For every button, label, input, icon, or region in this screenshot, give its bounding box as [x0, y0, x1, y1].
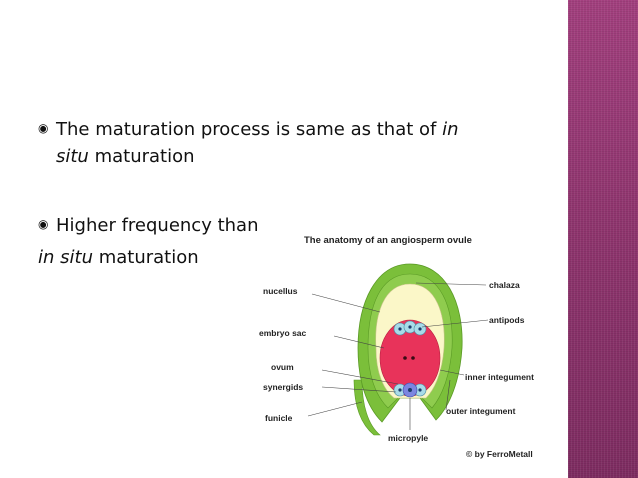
bullet-1-line-2: situ maturation [56, 145, 195, 169]
polar-nucleus [403, 356, 407, 360]
label-synergids: synergids [263, 382, 303, 392]
antipodal-nucleus [408, 325, 412, 329]
bullet-icon: ◉ [38, 217, 49, 231]
ovum-nucleus [408, 388, 412, 392]
synergid-nucleus [418, 388, 422, 392]
synergid-nucleus [398, 388, 402, 392]
bullet-2-line2-italic: in situ [38, 247, 93, 268]
ovule-diagram: The anatomy of an angiosperm ovule [250, 230, 570, 470]
diagram-credit: © by FerroMetall [466, 449, 533, 459]
antipodal-nucleus [398, 327, 402, 331]
label-antipods: antipods [489, 315, 525, 325]
bullet-1-text: The maturation process is same as that o… [56, 119, 443, 140]
bullet-1-italic: in [442, 119, 459, 140]
polar-nucleus [411, 356, 415, 360]
leader-lines [307, 282, 489, 430]
funicle-shape [353, 379, 381, 436]
label-chalaza: chalaza [489, 280, 520, 290]
bullet-2-line-1: Higher frequency than [56, 215, 259, 236]
label-funicle: funicle [265, 413, 293, 423]
diagram-title: The anatomy of an angiosperm ovule [304, 235, 472, 246]
decorative-sidebar [568, 0, 638, 478]
label-ovum: ovum [271, 362, 294, 372]
label-outer-integument: outer integument [446, 406, 516, 416]
bullet-icon: ◉ [38, 121, 49, 135]
bullet-1-line2-rest: maturation [88, 146, 195, 167]
antipodal-nucleus [418, 327, 422, 331]
bullet-1-line-1: The maturation process is same as that o… [56, 118, 459, 142]
label-inner-integument: inner integument [465, 372, 534, 382]
label-nucellus: nucellus [263, 286, 298, 296]
ovule-diagram-svg: The anatomy of an angiosperm ovule [259, 235, 534, 459]
label-embryo-sac: embryo sac [259, 328, 307, 338]
label-micropyle: micropyle [388, 433, 428, 443]
bullet-2-line-2: in situ maturation [38, 246, 199, 270]
bullet-2-line2-rest: maturation [92, 247, 199, 268]
bullet-1-line2-italic: situ [56, 146, 89, 167]
